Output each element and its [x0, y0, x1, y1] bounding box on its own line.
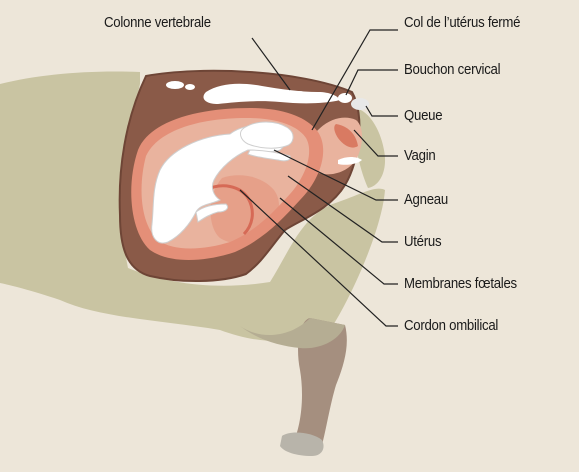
label-vagin: Vagin	[404, 147, 435, 165]
label-bouchon-cervical: Bouchon cervical	[404, 61, 500, 79]
leader-bouchon	[346, 70, 398, 95]
leader-queue	[366, 106, 398, 116]
label-agneau: Agneau	[404, 191, 448, 209]
lamb-head	[241, 122, 294, 148]
label-colonne-vertebrale: Colonne vertebrale	[104, 14, 211, 32]
label-cordon-ombilical: Cordon ombilical	[404, 317, 498, 335]
label-uterus: Utérus	[404, 233, 441, 251]
label-membranes-foetales: Membranes fœtales	[404, 275, 517, 293]
label-queue: Queue	[404, 107, 442, 125]
label-col-uterus: Col de l’utérus fermé	[404, 14, 520, 32]
